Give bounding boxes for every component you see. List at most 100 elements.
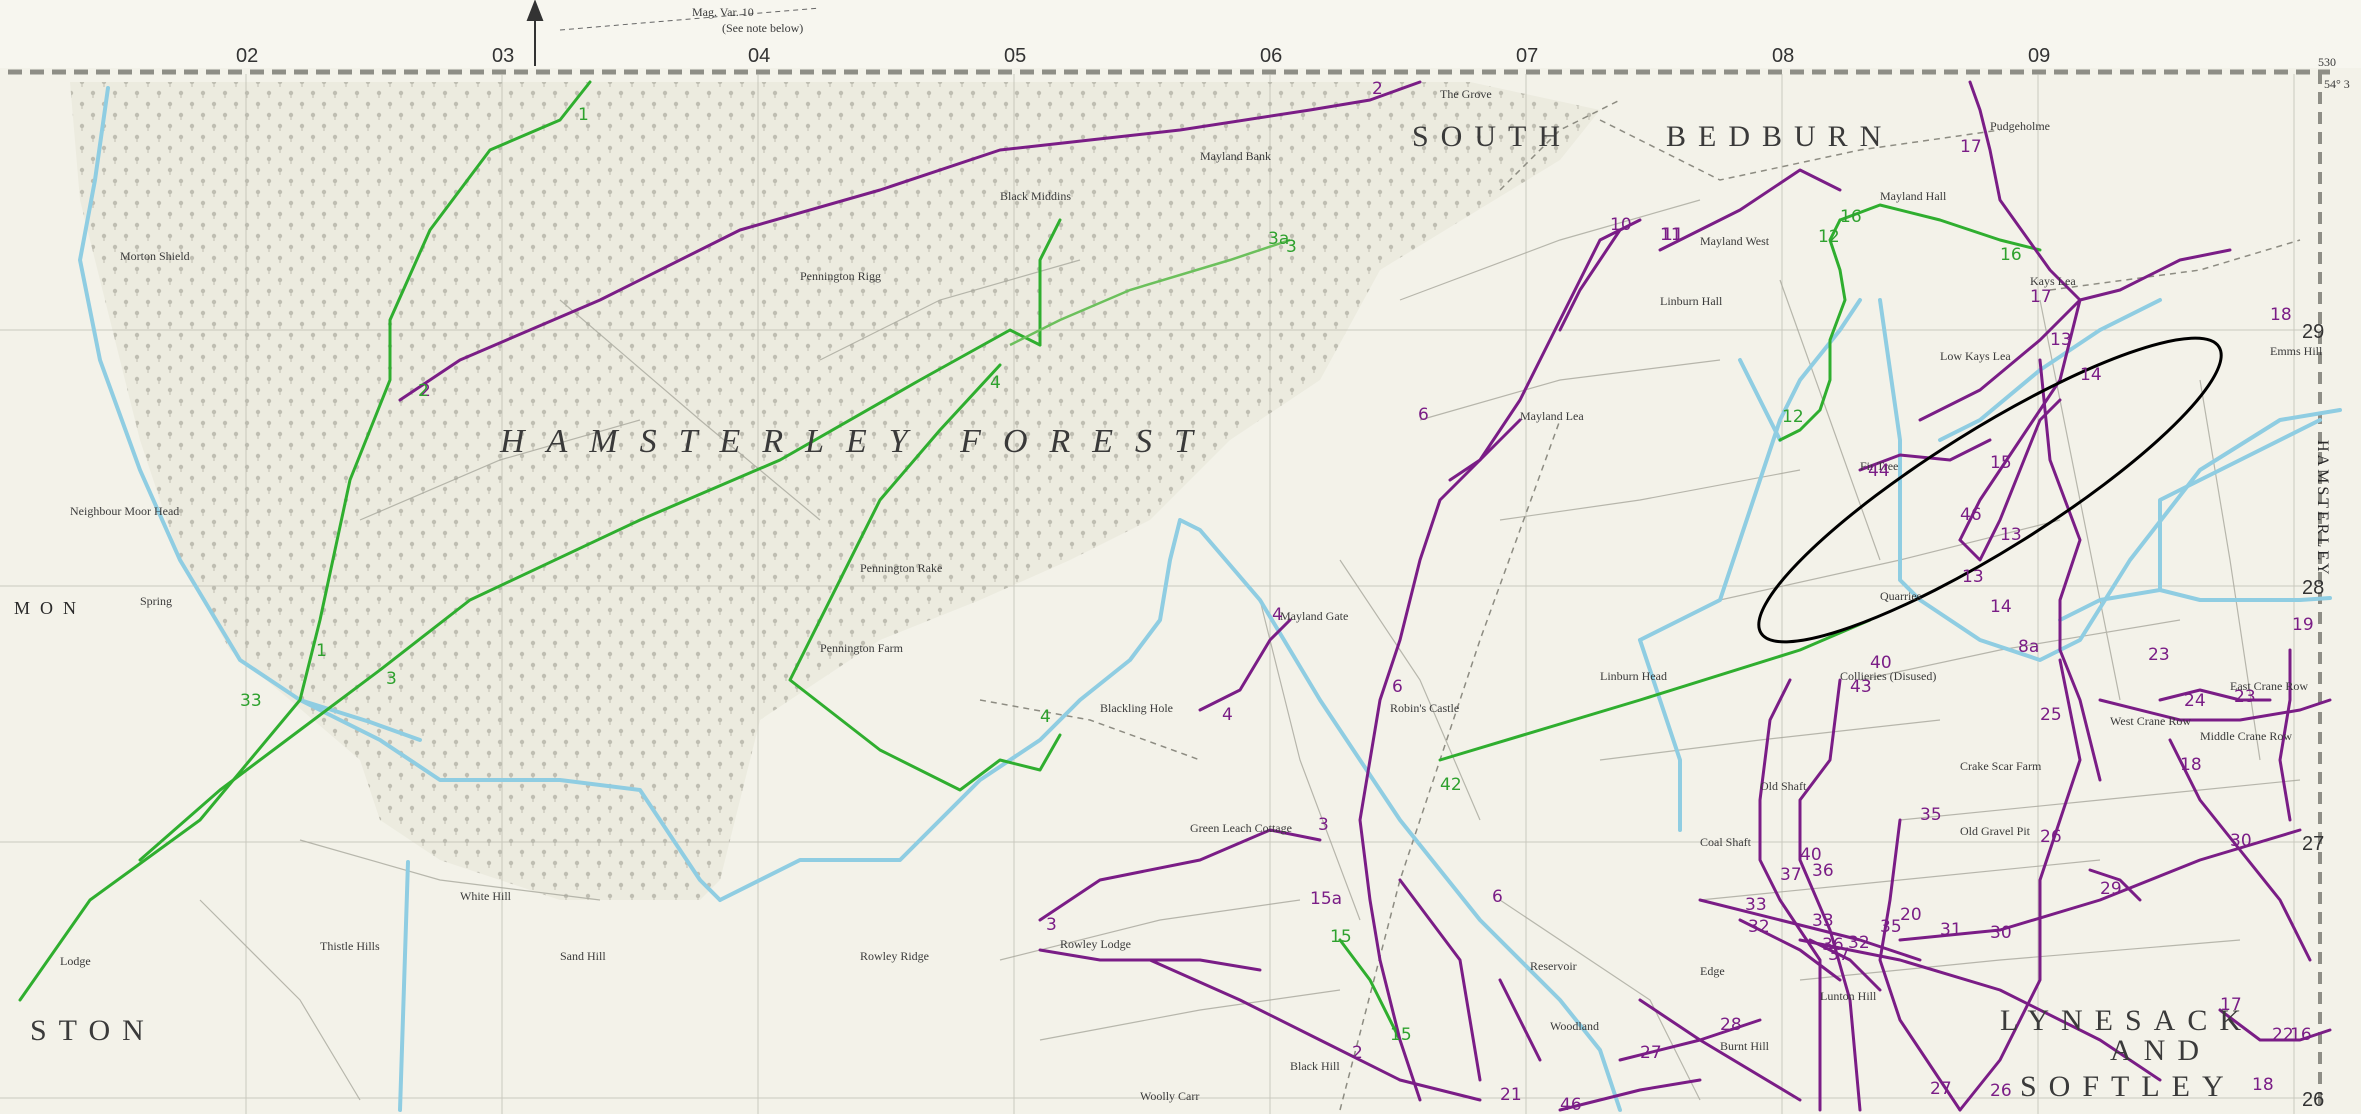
- green-route-number: 3: [1286, 237, 1297, 257]
- place-name: Kays Lea: [2030, 274, 2076, 288]
- place-name: Reservoir: [1530, 959, 1577, 973]
- purple-route-number: 18: [2270, 305, 2292, 325]
- purple-route-number: 17: [2220, 995, 2242, 1015]
- green-route-number: 2: [418, 381, 429, 401]
- streams: [78, 86, 2342, 1112]
- purple-route-number: 2: [420, 381, 431, 401]
- purple-route-number: 33: [1745, 895, 1767, 915]
- purple-route-46: [2038, 358, 2102, 782]
- easting-label-08: 08: [1772, 45, 1794, 67]
- purple-route-6: [1358, 418, 1522, 1102]
- purple-route-number: 13: [1962, 567, 1984, 587]
- place-name: Sand Hill: [560, 949, 606, 963]
- corner-lat-label: 54° 3: [2324, 77, 2350, 91]
- purple-route-number: 6: [1418, 405, 1429, 425]
- purple-route-number: 36: [1822, 935, 1844, 955]
- mag-note-text: (See note below): [722, 21, 803, 35]
- green-route-number: 16: [1840, 207, 1862, 227]
- region-softley: SOFTLEY: [2020, 1070, 2236, 1103]
- annotation-ellipse: [1757, 336, 2223, 644]
- place-name: Crake Scar Farm: [1960, 759, 2042, 773]
- purple-route-number: 24: [2184, 691, 2206, 711]
- purple-route-29: [2088, 868, 2142, 902]
- place-name: Rowley Lodge: [1060, 937, 1131, 951]
- place-name: Lunton Hill: [1820, 989, 1877, 1003]
- place-name: Thistle Hills: [320, 939, 380, 953]
- northing-label-28: 28: [2302, 577, 2324, 599]
- map-top-margin: [0, 0, 2361, 68]
- north-arrow-icon: [526, 0, 544, 66]
- mag-var-text: Mag. Var. 10: [692, 5, 754, 19]
- region-mon: MON: [14, 598, 86, 618]
- place-name: Mayland Bank: [1200, 149, 1271, 163]
- place-name: Quarries: [1880, 589, 1922, 603]
- purple-route-number: 6: [1492, 887, 1503, 907]
- stream-south-west: [298, 698, 422, 742]
- purple-route-number: 35: [1920, 805, 1942, 825]
- purple-route-30: [1898, 828, 2302, 942]
- purple-route-number: 26: [2040, 827, 2062, 847]
- place-name: Middle Crane Row: [2200, 729, 2292, 743]
- place-name: Linburn Hall: [1660, 294, 1723, 308]
- purple-route-number: 27: [1640, 1043, 1662, 1063]
- purple-route-number: 23: [2234, 687, 2256, 707]
- forest-tree-pattern: [70, 82, 1600, 900]
- purple-route-22: [2218, 1008, 2332, 1042]
- purple-route-23: [2158, 688, 2272, 702]
- purple-route-number: 40: [1800, 845, 1822, 865]
- stream-east-3: [2158, 588, 2332, 602]
- purple-route-number: 22: [2272, 1025, 2294, 1045]
- northing-label-27: 27: [2302, 833, 2324, 855]
- purple-route-number: 19: [2292, 615, 2314, 635]
- purple-route-32: [1738, 918, 1842, 982]
- purple-route-number: 20: [1900, 905, 1922, 925]
- purple-route-19: [2278, 648, 2292, 822]
- place-name: Mayland Hall: [1880, 189, 1947, 203]
- region-lynesack: LYNESACK: [2000, 1004, 2253, 1037]
- mag-var-line: [559, 7, 821, 31]
- purple-route-number: 30: [1990, 923, 2012, 943]
- purple-route-number: 16: [2290, 1025, 2312, 1045]
- purple-route-31: [1798, 938, 2162, 1082]
- purple-route-number: 13: [2050, 330, 2072, 350]
- purple-route-40: [1798, 678, 1862, 1112]
- green-route-number: 42: [1440, 775, 1462, 795]
- region-and: AND: [2110, 1034, 2211, 1067]
- place-name: Old Shaft: [1760, 779, 1807, 793]
- place-name: Old Gravel Pit: [1960, 824, 2031, 838]
- green-route-number: 1: [578, 105, 589, 125]
- light-green-routes: [1009, 238, 1291, 347]
- green-route-1: [18, 80, 592, 1002]
- purple-route-13: [1918, 298, 2082, 542]
- place-name: Pennington Farm: [820, 641, 904, 655]
- stream-linburn: [1638, 298, 1862, 642]
- purple-route-number: 8a: [2018, 637, 2039, 657]
- place-name: Green Leach Cottage: [1190, 821, 1292, 835]
- purple-route-21: [1498, 978, 1542, 1062]
- purple-route-number: 23: [2148, 645, 2170, 665]
- place-name: Neighbour Moor Head: [70, 504, 179, 518]
- green-routes: [18, 80, 2042, 1042]
- place-name: East Crane Row: [2230, 679, 2308, 693]
- purple-route-number: 29: [2100, 879, 2122, 899]
- place-name: Linburn Head: [1600, 669, 1667, 683]
- purple-route-number: 27: [1930, 1079, 1952, 1099]
- green-route-15: [1338, 938, 1402, 1042]
- place-name: Woodland: [1550, 1019, 1599, 1033]
- purple-route-number: 32: [1848, 933, 1870, 953]
- region-south: SOUTH: [1412, 120, 1572, 153]
- place-name: Burnt Hill: [1720, 1039, 1770, 1053]
- region-ston: STON: [30, 1014, 156, 1047]
- purple-route-number: 46: [1960, 505, 1982, 525]
- purple-route-44: [1558, 1078, 1702, 1112]
- purple-route-number: 17: [1960, 137, 1982, 157]
- purple-route-4: [1198, 618, 1292, 712]
- easting-label-03: 03: [492, 45, 514, 67]
- purple-route-number: 11: [1662, 225, 1684, 245]
- green-route-number: 4: [1040, 707, 1051, 727]
- purple-route-11: [1658, 168, 1842, 252]
- purple-route-37: [1758, 678, 1822, 1112]
